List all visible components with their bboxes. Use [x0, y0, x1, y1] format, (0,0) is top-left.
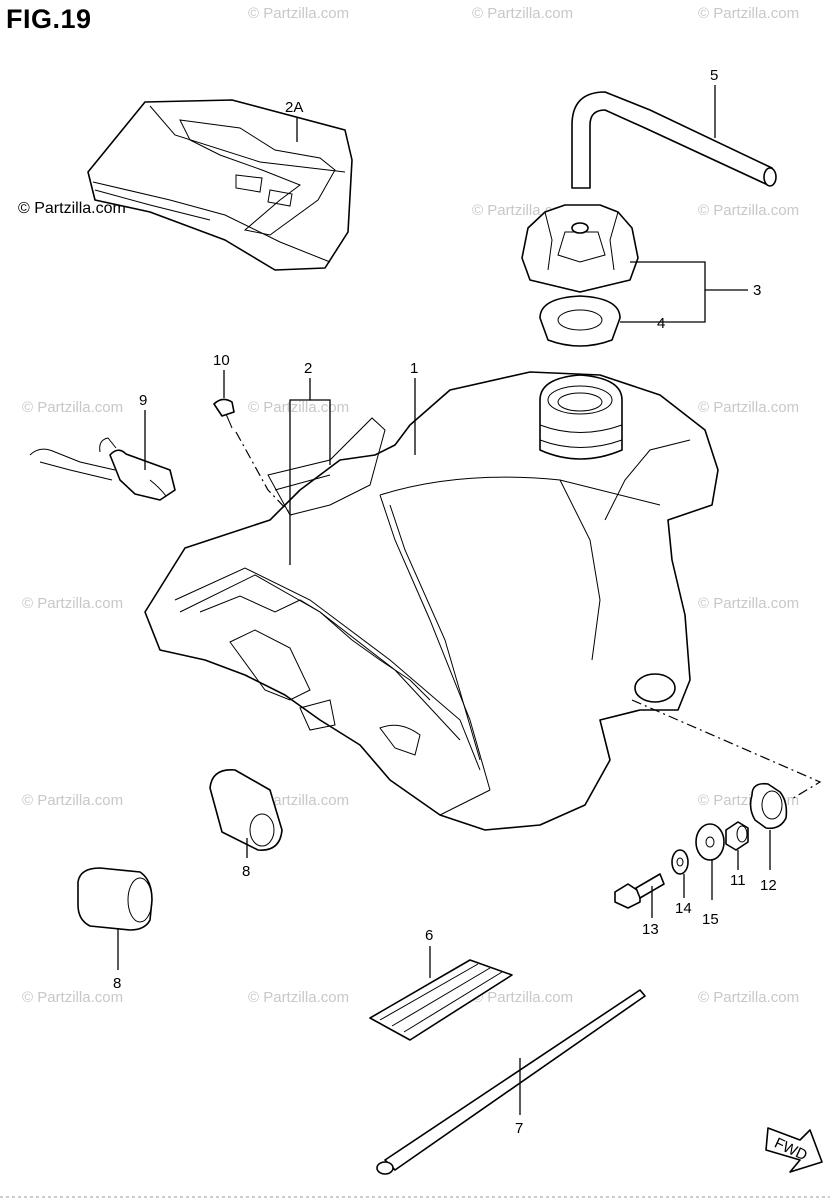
callout-8-upper: 8 — [242, 863, 250, 880]
callout-3: 3 — [753, 282, 761, 299]
figure-title: FIG.19 — [6, 4, 92, 34]
part-1-filler-neck — [539, 374, 623, 460]
part-14-washer — [671, 849, 689, 875]
watermark: © Partzilla.com — [22, 989, 123, 1006]
callout-11: 11 — [730, 872, 746, 889]
fwd-arrow: FWD — [765, 1127, 823, 1173]
callout-6: 6 — [425, 927, 433, 944]
watermark: © Partzilla.com — [472, 5, 573, 22]
watermark: © Partzilla.com — [22, 399, 123, 416]
callout-7: 7 — [515, 1120, 523, 1137]
callout-15: 15 — [702, 911, 719, 928]
part-2a-tank-shroud — [87, 99, 353, 271]
part-5-breather-hose — [571, 91, 777, 189]
copyright-notice: © Partzilla.com — [18, 200, 126, 217]
leader-lines — [117, 85, 822, 1115]
callout-10: 10 — [213, 352, 230, 369]
callout-2: 2 — [304, 360, 312, 377]
callout-13: 13 — [642, 921, 659, 938]
part-10-screw — [213, 398, 235, 429]
part-12-grommet — [749, 782, 788, 830]
part-15-washer — [695, 823, 725, 861]
callout-12: 12 — [760, 877, 777, 894]
part-3-fuel-cap — [521, 204, 639, 293]
part-9-clip — [29, 437, 176, 501]
watermark: © Partzilla.com — [248, 5, 349, 22]
watermark: © Partzilla.com — [22, 595, 123, 612]
callout-8-lower: 8 — [113, 975, 121, 992]
callout-14: 14 — [675, 900, 692, 917]
watermark: © Partzilla.com — [248, 989, 349, 1006]
part-1-fuel-tank — [144, 371, 719, 831]
callout-1: 1 — [410, 360, 418, 377]
watermark: © Partzilla.com — [698, 399, 799, 416]
part-2-tank-decal — [267, 417, 386, 516]
watermark: © Partzilla.com — [22, 792, 123, 809]
part-7-band — [376, 989, 646, 1175]
part-11-collar — [725, 821, 749, 851]
callout-4: 4 — [657, 315, 665, 332]
part-4-cap-seal — [539, 295, 621, 347]
part-13-bolt — [614, 873, 665, 909]
callout-2a: 2A — [285, 99, 303, 116]
watermark: © Partzilla.com — [698, 989, 799, 1006]
part-6-tape — [369, 959, 513, 1041]
watermark: © Partzilla.com — [698, 5, 799, 22]
part-8-cushion-lower — [77, 867, 153, 931]
watermark: © Partzilla.com — [472, 989, 573, 1006]
watermark: © Partzilla.com — [248, 399, 349, 416]
watermark: © Partzilla.com — [698, 595, 799, 612]
callout-9: 9 — [139, 392, 147, 409]
watermark: © Partzilla.com — [698, 202, 799, 219]
part-8-cushion-upper — [209, 769, 283, 851]
callouts: 2A 5 3 4 10 2 1 9 8 8 6 7 11 12 13 14 15 — [113, 67, 777, 1137]
callout-5: 5 — [710, 67, 718, 84]
